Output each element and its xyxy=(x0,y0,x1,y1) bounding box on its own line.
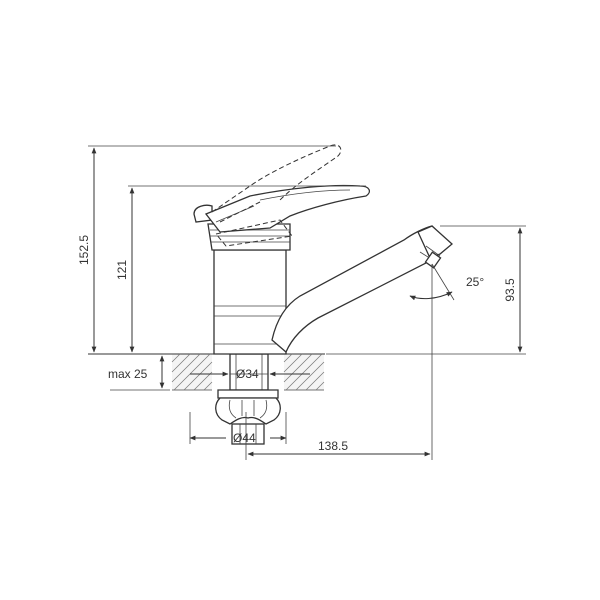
shank-diameter-label: Ø34 xyxy=(236,367,259,381)
dimension-base-diameter: Ø44 xyxy=(189,431,287,445)
spout-height-label: 93.5 xyxy=(503,278,517,302)
lever-raised-dashed xyxy=(211,144,342,247)
dimension-spout-height: 93.5 xyxy=(503,227,523,353)
base-diameter-label: Ø44 xyxy=(233,431,256,445)
dimension-handle-height: 121 xyxy=(115,187,135,353)
spout-reach-label: 138.5 xyxy=(318,439,348,453)
lever-handle xyxy=(204,184,371,233)
dimension-total-height: 152.5 xyxy=(77,147,97,353)
dimension-spout-angle: 25° xyxy=(409,263,484,301)
total-height-label: 152.5 xyxy=(77,235,91,265)
mount-thickness-label: max 25 xyxy=(108,367,148,381)
hatch-lines-left xyxy=(171,353,213,391)
handle-height-label: 121 xyxy=(115,260,129,280)
mounting-shank xyxy=(215,353,281,445)
countertop-section xyxy=(88,353,325,391)
spout-angle-label: 25° xyxy=(466,275,484,289)
dimension-spout-reach: 138.5 xyxy=(247,439,431,457)
dimension-shank-diameter: Ø34 xyxy=(190,367,310,381)
dimension-mount-thickness: max 25 xyxy=(108,355,165,389)
hatch-lines-right xyxy=(283,353,325,391)
spout xyxy=(271,225,453,354)
